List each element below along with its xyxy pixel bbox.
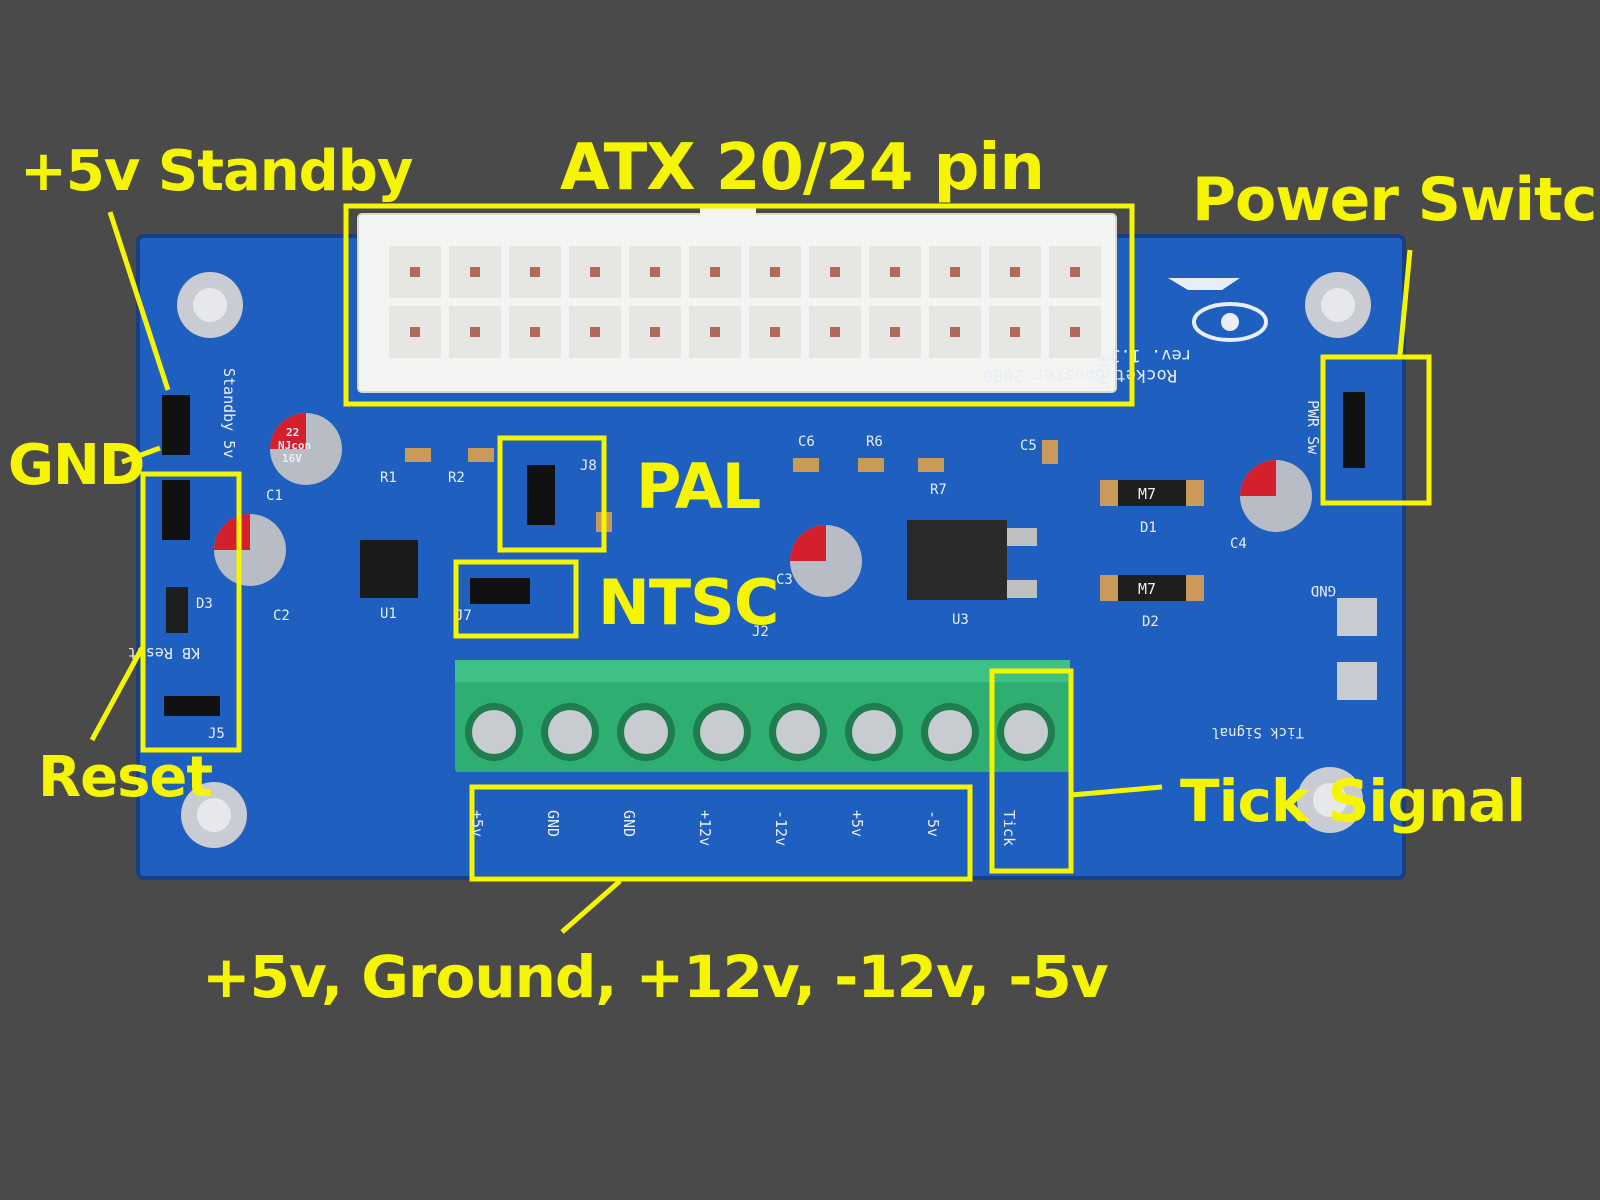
tick-pad xyxy=(1337,662,1377,700)
atx-pin xyxy=(590,327,600,337)
atx-pin xyxy=(770,327,780,337)
refdes-r7: R7 xyxy=(930,482,947,498)
ic-u1 xyxy=(360,540,418,598)
brand-label: Rocket Booster 2000 xyxy=(983,365,1177,385)
terminal-screw xyxy=(852,710,896,754)
atx-pin xyxy=(1070,327,1080,337)
atx-pin xyxy=(1070,267,1080,277)
standby-label: +5v Standby xyxy=(20,139,413,204)
atx-pin xyxy=(950,267,960,277)
standby-silk: Standby 5v xyxy=(220,368,238,458)
tick-pad-silk: Tick Signal xyxy=(1211,724,1304,740)
atx-pin xyxy=(410,327,420,337)
atx-pin xyxy=(710,267,720,277)
reset-label: Reset xyxy=(38,745,213,810)
atx-pin xyxy=(1010,267,1020,277)
refdes-u3: U3 xyxy=(952,612,969,628)
terminal-screw xyxy=(700,710,744,754)
eye-logo xyxy=(1168,278,1268,342)
revision-label: rev. 1.3 xyxy=(1110,345,1192,365)
terminal-label: +5v xyxy=(468,810,486,838)
pin-headers xyxy=(162,392,1365,716)
atx-pin xyxy=(830,267,840,277)
refdes-c4: C4 xyxy=(1230,536,1247,552)
atx-side-silk: 4pin xyxy=(1096,354,1114,390)
refdes-d1: D1 xyxy=(1140,520,1157,536)
atx-pin xyxy=(650,327,660,337)
power-switch-label: Power Switch xyxy=(1192,165,1600,235)
terminal-block xyxy=(455,660,1070,772)
atx-pin xyxy=(1010,327,1020,337)
mounting-holes xyxy=(177,272,1371,848)
refdes-c1: C1 xyxy=(266,488,283,504)
cap-mark-voltage: 16V xyxy=(282,452,302,465)
atx-pin xyxy=(410,267,420,277)
voltages-label: +5v, Ground, +12v, -12v, -5v xyxy=(202,943,1109,1011)
atx-pin xyxy=(470,327,480,337)
atx-pin xyxy=(890,327,900,337)
capacitors xyxy=(214,413,1312,597)
terminal-label: GND xyxy=(620,810,638,838)
annotation-overlays xyxy=(89,203,1432,934)
refdes-r6: R6 xyxy=(866,434,883,450)
atx-pin xyxy=(470,267,480,277)
gnd-pad-silk: GND xyxy=(1311,582,1336,598)
atx-connector xyxy=(357,206,1117,393)
atx-pin xyxy=(950,327,960,337)
terminal-screw xyxy=(624,710,668,754)
refdes-d3: D3 xyxy=(196,596,213,612)
refdes-j7: J7 xyxy=(455,608,472,624)
refdes-c2: C2 xyxy=(273,608,290,624)
refdes-j2: J2 xyxy=(752,624,769,640)
refdes-c6: C6 xyxy=(798,434,815,450)
refdes-c3: C3 xyxy=(776,572,793,588)
cap-mark-brand: NJcon xyxy=(278,439,311,452)
atx-pin xyxy=(530,327,540,337)
diode-marking-d2: M7 xyxy=(1138,580,1156,598)
pwr-switch-silk: PWR Sw xyxy=(1304,400,1322,455)
ntsc-label: NTSC xyxy=(598,566,779,639)
terminal-screw xyxy=(1004,710,1048,754)
atx-pin xyxy=(590,267,600,277)
terminal-label: +12v xyxy=(696,810,714,847)
kb-reset-silk: KB Reset xyxy=(128,644,200,662)
pcb-board xyxy=(138,236,1404,878)
gnd-pad xyxy=(1337,598,1377,636)
cap-mark-22: 22 xyxy=(286,426,299,439)
atx-pin xyxy=(650,267,660,277)
diode-marking-d1: M7 xyxy=(1138,485,1156,503)
tick-signal-label: Tick Signal xyxy=(1180,767,1526,835)
refdes-d2: D2 xyxy=(1142,614,1159,630)
atx-pin xyxy=(890,267,900,277)
terminal-label: GND xyxy=(544,810,562,838)
atx-pin xyxy=(770,267,780,277)
terminal-screw xyxy=(472,710,516,754)
terminal-screw xyxy=(776,710,820,754)
regulator-u3 xyxy=(907,520,1007,600)
atx-pin xyxy=(530,267,540,277)
terminal-label: -5v xyxy=(924,810,942,838)
gnd-label: GND xyxy=(8,433,145,498)
pal-label: PAL xyxy=(636,450,761,523)
refdes-r1: R1 xyxy=(380,470,397,486)
refdes-j5: J5 xyxy=(208,726,225,742)
refdes-u1: U1 xyxy=(380,606,397,622)
terminal-label: +5v xyxy=(848,810,866,838)
atx-pin xyxy=(830,327,840,337)
atx-pin xyxy=(710,327,720,337)
terminal-label: Tick xyxy=(1000,810,1018,847)
terminal-label: -12v xyxy=(772,810,790,847)
refdes-r2: R2 xyxy=(448,470,465,486)
refdes-c5: C5 xyxy=(1020,438,1037,454)
atx-connector-label: ATX 20/24 pin xyxy=(560,131,1045,205)
terminal-screw xyxy=(928,710,972,754)
terminal-screw xyxy=(548,710,592,754)
refdes-j8: J8 xyxy=(580,458,597,474)
diodes xyxy=(166,480,1204,633)
